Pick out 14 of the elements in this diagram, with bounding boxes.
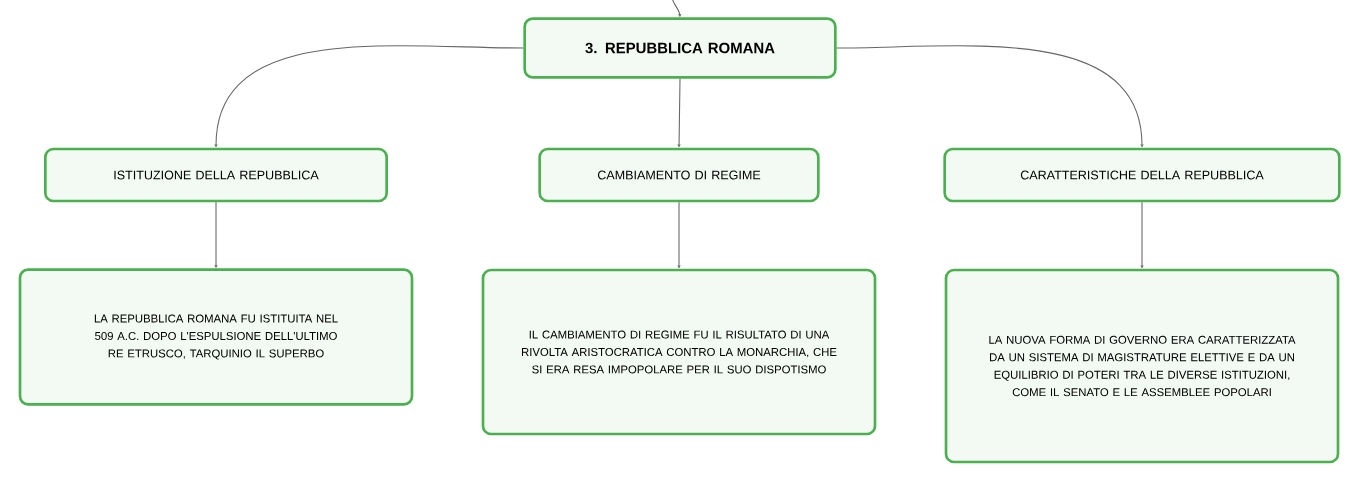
detail-box: LA NUOVA FORMA DI GOVERNO ERA CARATTERIZZATA DA UN SISTEMA DI MAGISTRATURE ELETTIVE E DA UN EQUILIBRIO DI POTERI TRA LE DIVERSE ISTITUZIONI, COME IL SENATO E LE ASSEMBLEE POPOLARI (944, 268, 1340, 464)
subtopic-box: CARATTERISTICHE DELLA REPUBBLICA (943, 147, 1341, 203)
arrow (214, 201, 218, 268)
arrow (1140, 201, 1144, 269)
arrow (214, 45, 524, 148)
topic-box: 3. REPUBBLICA ROMANA (523, 17, 837, 79)
arrow (677, 201, 681, 269)
arrow (671, 0, 682, 17)
subtopic-box: ISTITUZIONE DELLA REPUBBLICA (44, 147, 388, 203)
detail-box: LA REPUBBLICA ROMANA FU ISTITUITA NEL 509 A.C. DOPO L'ESPULSIONE DELL'ULTIMO RE ETRUSCO, TARQUINIO IL SUPERBO (18, 268, 414, 406)
detail-box: IL CAMBIAMENTO DI REGIME FU IL RISULTATO DI UNA RIVOLTA ARISTOCRATICA CONTRO LA MONARCHIA, CHE SI ERA RESA IMPOPOLARE PER IL SUO DISPOTISMO (481, 268, 877, 436)
subtopic-box: CAMBIAMENTO DI REGIME (538, 147, 820, 203)
arrow (836, 45, 1144, 148)
arrow (677, 78, 681, 148)
